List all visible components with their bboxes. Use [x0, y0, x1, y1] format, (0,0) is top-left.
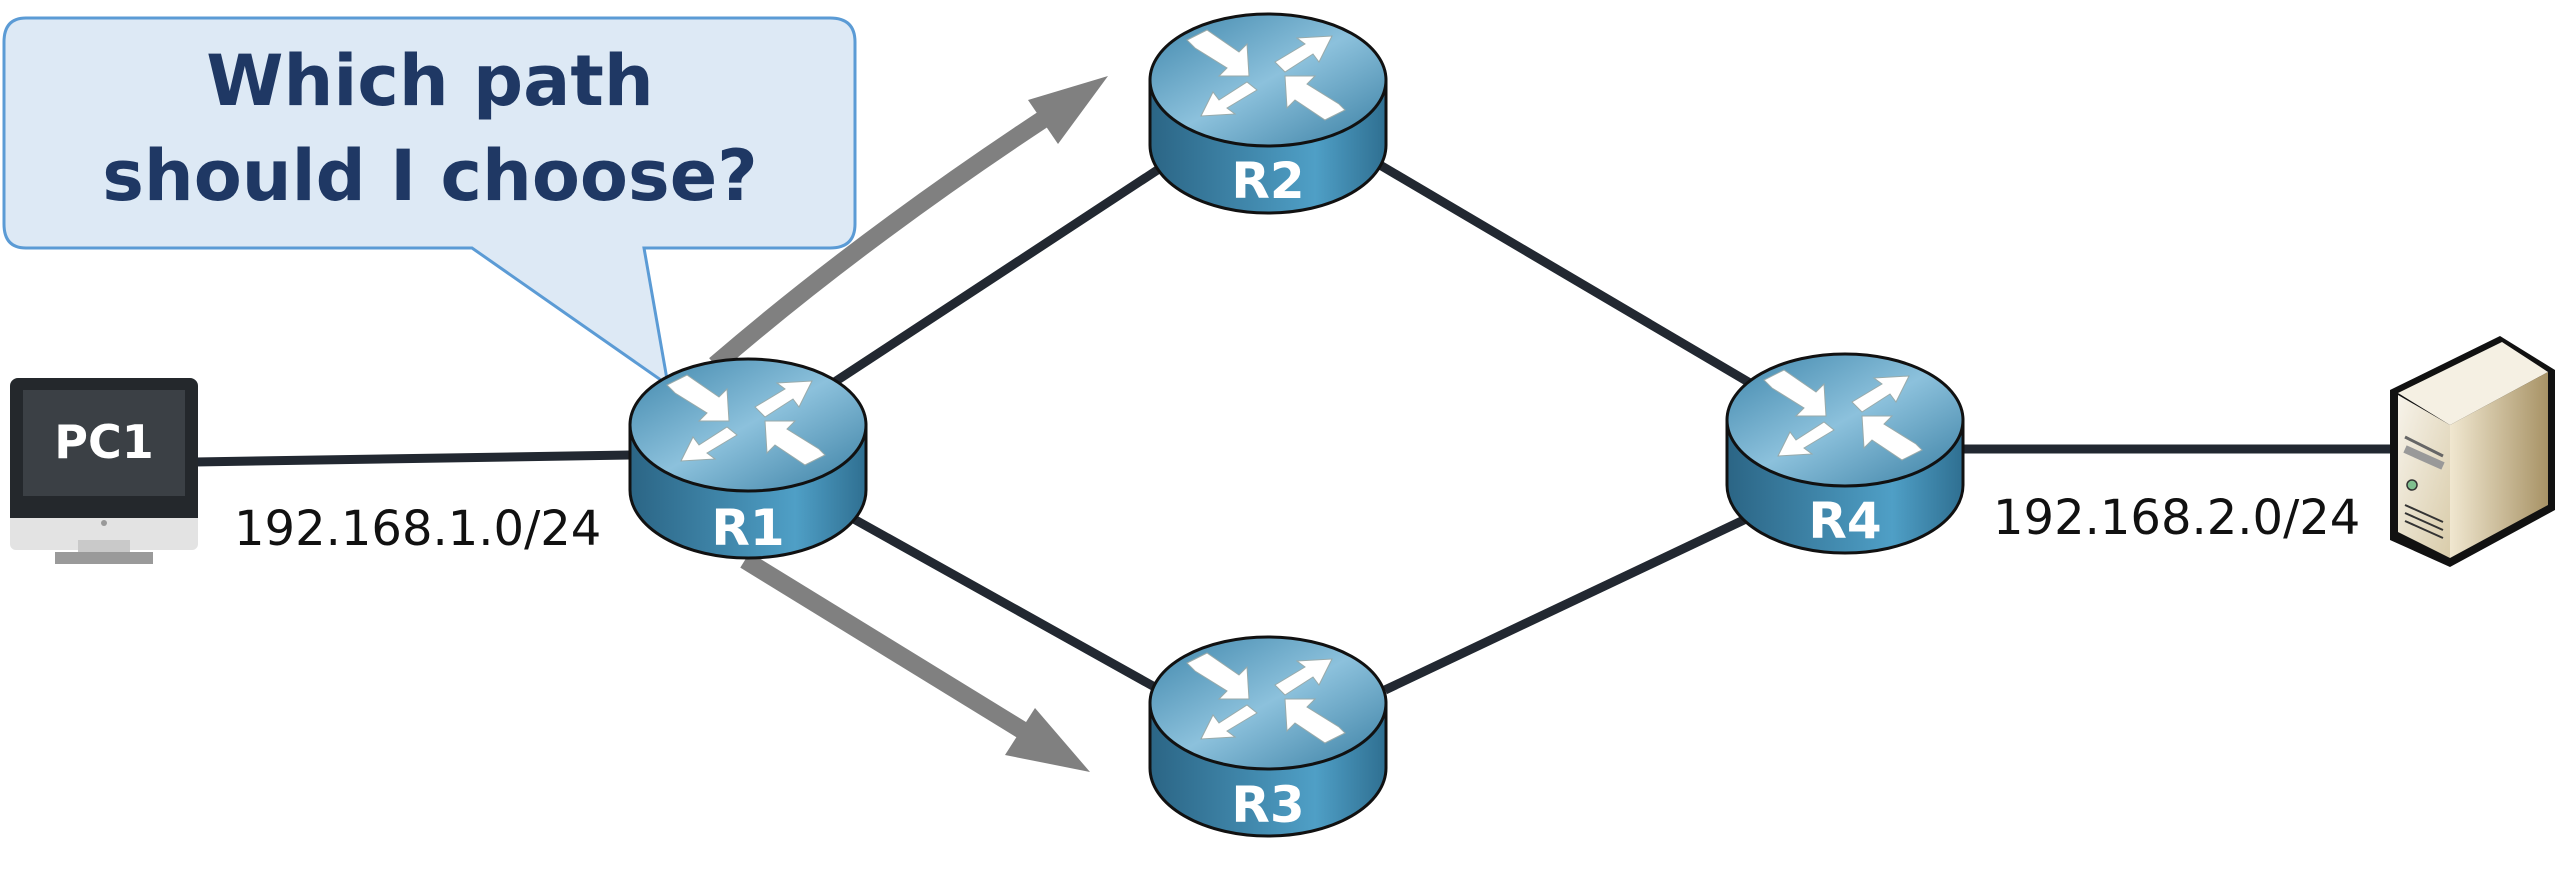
router-r3[interactable]: R3	[1148, 635, 1388, 838]
r4-label: R4	[1808, 492, 1881, 550]
path-arrow-to-r3	[740, 552, 1090, 772]
callout-line-1: Which path	[206, 40, 653, 122]
network-label-left: 192.168.1.0/24	[234, 501, 601, 557]
callout-line-2: should I choose?	[102, 135, 758, 217]
r3-label: R3	[1231, 776, 1304, 834]
r2-label: R2	[1231, 152, 1304, 210]
link-r1-r2	[827, 161, 1168, 389]
link-r1-r3	[849, 514, 1163, 694]
link-r3-r4	[1383, 513, 1750, 695]
links	[194, 161, 2390, 695]
router-r4[interactable]: R4	[1725, 352, 1965, 555]
router-r2[interactable]: R2	[1148, 12, 1388, 215]
network-label-right: 192.168.2.0/24	[1993, 490, 2360, 546]
r1-label: R1	[711, 499, 784, 557]
server-icon[interactable]	[2390, 336, 2555, 567]
link-r2-r4	[1377, 161, 1753, 387]
pc1-computer-icon[interactable]: PC1	[10, 378, 198, 564]
callout-bubble: Which path should I choose?	[2, 16, 857, 389]
pc1-label: PC1	[54, 415, 153, 469]
router-r1[interactable]: R1	[628, 357, 868, 560]
path-arrow-to-r2	[709, 76, 1108, 372]
link-pc1-r1	[194, 450, 631, 467]
